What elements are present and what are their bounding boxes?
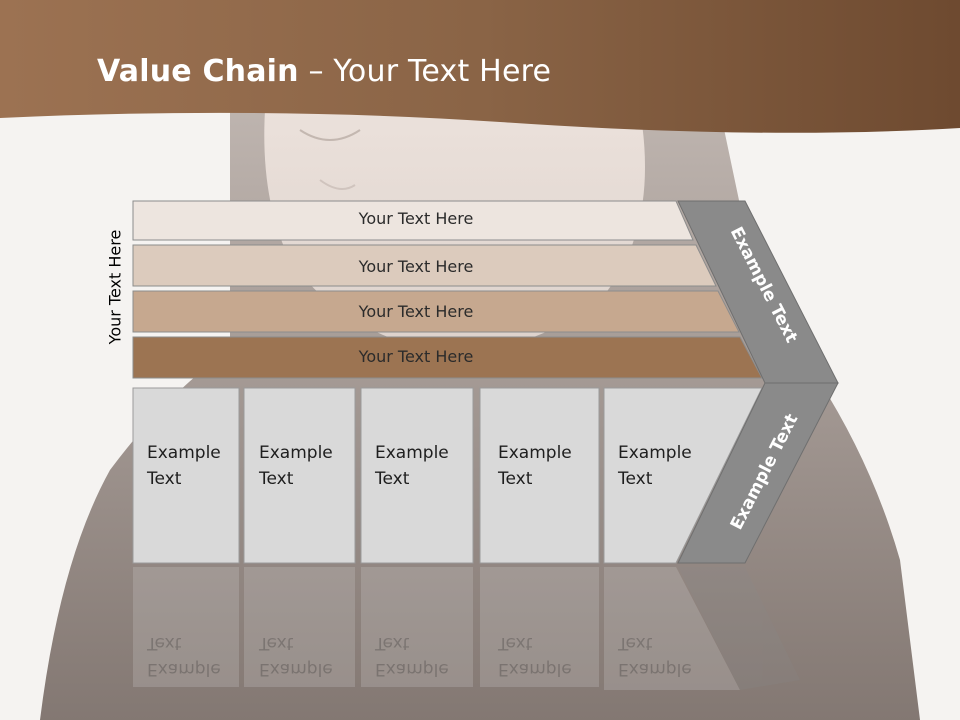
box-4 <box>479 387 600 564</box>
bar-4-label: Your Text Here <box>358 347 474 366</box>
box-1 <box>132 387 240 564</box>
box-2 <box>243 387 356 564</box>
side-label: Your Text Here <box>105 229 125 345</box>
bar-2-label: Your Text Here <box>358 257 474 276</box>
bar-3-label: Your Text Here <box>358 302 474 321</box>
bar-3 <box>132 290 740 333</box>
box-5 <box>603 387 763 564</box>
box-3 <box>360 387 474 564</box>
header-band <box>0 0 960 133</box>
bar-1 <box>132 200 694 241</box>
bar-1-label: Your Text Here <box>358 209 474 228</box>
bar-4 <box>132 336 763 379</box>
reflection <box>133 567 800 690</box>
chevron-bottom <box>677 382 839 564</box>
slide-title: Value Chain – Your Text Here <box>97 54 552 89</box>
bar-2 <box>132 244 717 287</box>
